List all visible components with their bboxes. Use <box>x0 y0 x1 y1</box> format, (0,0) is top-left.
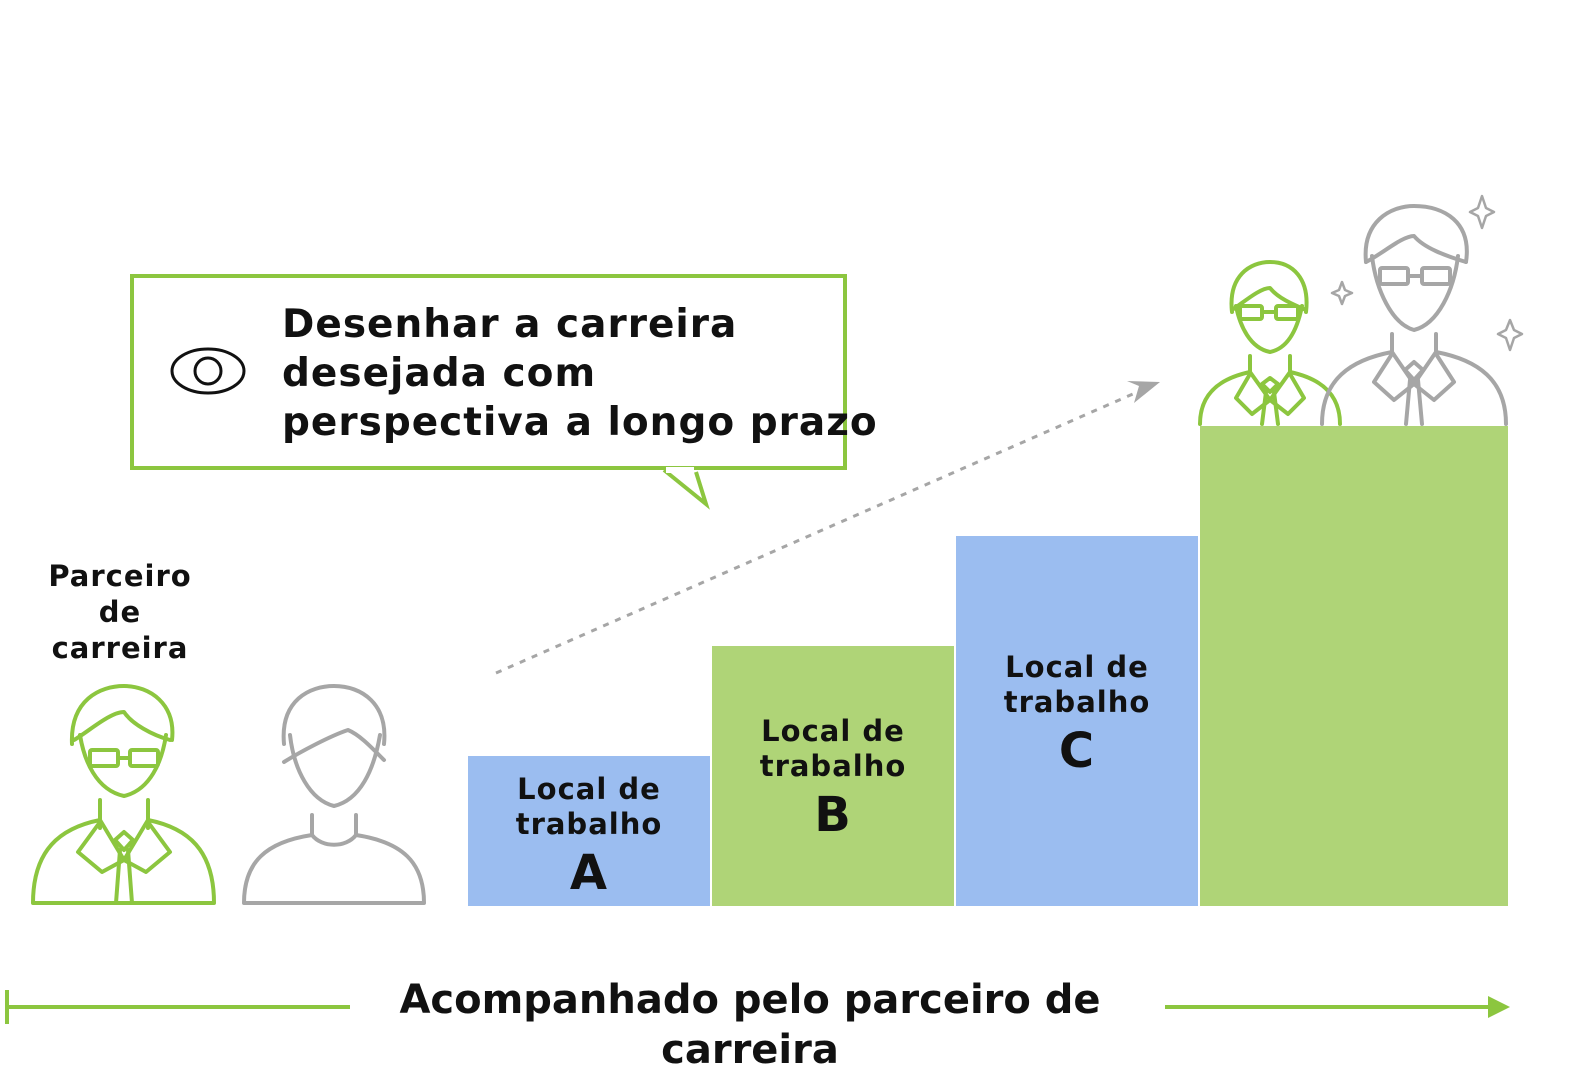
step-letter: C <box>1058 723 1096 779</box>
timeline-label: Acompanhado pelo parceiro de carreira <box>399 977 1101 1073</box>
sparkle-icon <box>1330 280 1354 306</box>
step-label: Local de <box>517 772 661 806</box>
bubble-line: Desenhar a carreira <box>282 302 738 347</box>
bubble-line: perspectiva a longo prazo <box>282 400 878 445</box>
career-partner-figure <box>31 684 216 905</box>
step-label: trabalho <box>515 807 663 841</box>
person-figure-top <box>1320 204 1508 426</box>
trajectory-arrow <box>495 381 1160 675</box>
step-label: Local de <box>1005 650 1149 684</box>
bubble-line: desejada com <box>282 351 597 396</box>
speech-bubble: Desenhar a carreira desejada com perspec… <box>130 274 878 470</box>
step-workplace-c: Local de trabalho C <box>956 536 1198 906</box>
speech-bubble-tail <box>662 467 710 510</box>
step-workplace-b: Local de trabalho B <box>712 646 954 906</box>
step-label: Local de <box>761 714 905 748</box>
partner-label-line: Parceiro <box>48 559 192 593</box>
sparkle-icon <box>1468 194 1496 230</box>
bubble-text: Desenhar a carreira desejada com perspec… <box>282 300 878 447</box>
step-goal <box>1200 426 1508 906</box>
sparkle-icon <box>1496 318 1524 352</box>
step-letter: A <box>569 845 609 901</box>
step-label: trabalho <box>759 749 907 783</box>
partner-figure-top <box>1198 260 1342 426</box>
timeline-arrow <box>5 990 1510 1024</box>
step-workplace-a: Local de trabalho A <box>468 756 710 906</box>
step-label: trabalho <box>1003 685 1151 719</box>
step-letter: B <box>814 787 852 843</box>
eye-icon <box>170 347 246 395</box>
person-figure <box>242 684 426 905</box>
partner-label-line: carreira <box>51 631 189 665</box>
diagram-graphics <box>5 194 1524 1024</box>
partner-label-line: de <box>98 595 142 629</box>
partner-label: Parceiro de carreira <box>40 558 200 666</box>
sparkle-icons <box>1330 194 1524 352</box>
